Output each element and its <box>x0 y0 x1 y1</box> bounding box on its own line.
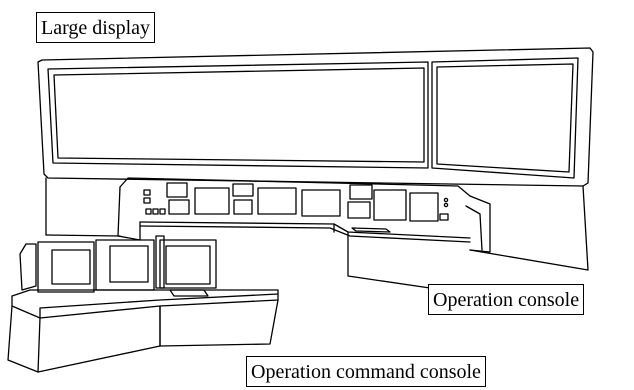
console-monitor <box>195 188 229 214</box>
right-display-screen <box>432 58 578 178</box>
console-monitor <box>234 200 252 214</box>
console-button-panel <box>440 198 448 220</box>
large-display-wall <box>38 48 593 270</box>
command-monitor <box>156 236 216 288</box>
console-monitor <box>258 188 296 214</box>
console-monitor <box>348 202 370 218</box>
command-monitor <box>20 242 94 292</box>
console-monitor <box>302 190 340 216</box>
console-monitor <box>169 200 189 214</box>
console-button-panel <box>144 190 165 214</box>
label-operation-console: Operation console <box>428 284 585 315</box>
operation-command-console <box>8 236 278 372</box>
command-monitor <box>96 240 154 290</box>
label-large-display: Large display <box>36 12 156 43</box>
command-keyboard <box>170 290 208 296</box>
left-display-screen <box>48 62 428 168</box>
console-monitor <box>233 184 253 196</box>
operation-console <box>118 178 490 288</box>
console-monitor <box>350 185 372 199</box>
console-keyboard <box>352 228 390 232</box>
console-monitor <box>410 193 438 221</box>
console-monitor <box>167 183 187 197</box>
label-operation-command-console: Operation command console <box>246 356 486 387</box>
console-monitor <box>374 190 406 220</box>
